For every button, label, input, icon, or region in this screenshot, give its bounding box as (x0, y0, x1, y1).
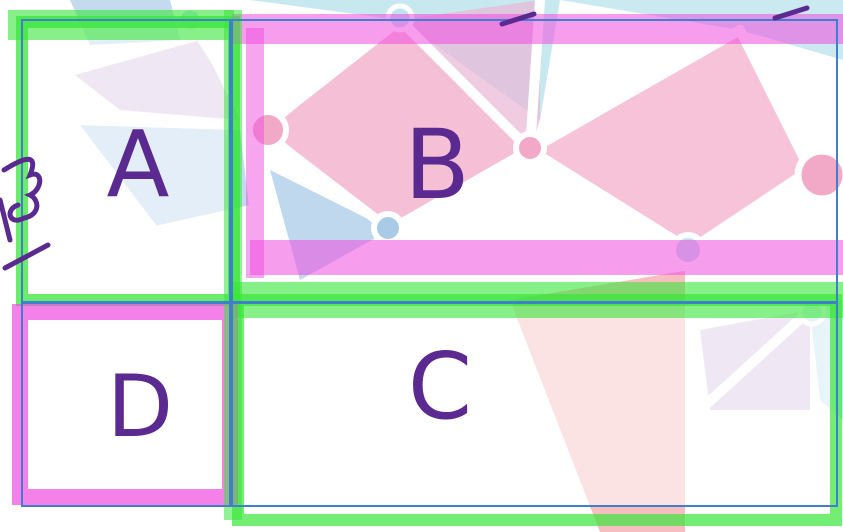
bg-node (516, 134, 544, 162)
region-label-d: D (107, 357, 173, 457)
magenta-band-b-left (246, 28, 264, 278)
region-label-c: C (408, 333, 472, 440)
region-label-a: A (107, 111, 170, 218)
bg-poly-pink-2 (530, 30, 810, 250)
magenta-band-b-top (232, 14, 843, 44)
region-label-b: B (404, 109, 470, 221)
magenta-band-b-bottom (250, 240, 843, 275)
bg-node (374, 214, 402, 242)
panel-c (235, 305, 835, 505)
green-top-band-a (8, 10, 234, 40)
